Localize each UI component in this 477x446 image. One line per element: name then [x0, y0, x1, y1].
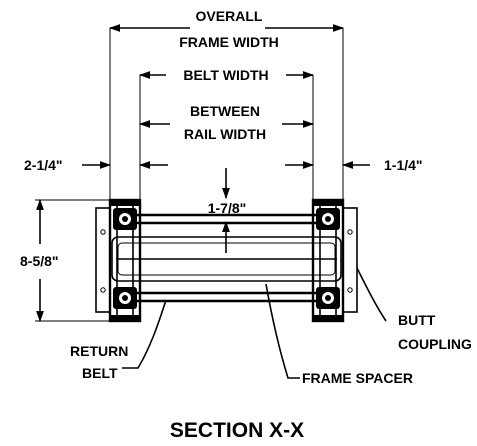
frame-spacer-label: FRAME SPACER	[302, 370, 413, 386]
center-height-dimension: 1-7/8"	[208, 168, 247, 253]
right-offset-label: 1-1/4"	[384, 157, 423, 173]
overall-label-line1: OVERALL	[196, 8, 263, 24]
overall-frame-width-dimension: OVERALL FRAME WIDTH	[108, 8, 345, 200]
between-label-line1: BETWEEN	[190, 103, 260, 119]
return-belt-callout: RETURN BELT	[70, 299, 167, 381]
between-label-line2: RAIL WIDTH	[184, 126, 266, 142]
right-coupling-plate	[342, 207, 358, 313]
center-height-label: 1-7/8"	[208, 200, 247, 216]
bottom-right-bearing	[316, 287, 340, 309]
between-rail-width-dimension: BETWEEN RAIL WIDTH	[138, 103, 315, 142]
return-belt-line1: RETURN	[70, 343, 128, 359]
frame-height-dimension: 8-5/8"	[20, 198, 110, 323]
top-left-bearing	[113, 208, 137, 230]
return-roller	[137, 291, 316, 303]
top-roller	[137, 213, 316, 225]
section-title: SECTION X-X	[170, 419, 304, 442]
conveyor-section	[95, 198, 358, 323]
return-belt-line2: BELT	[82, 365, 118, 381]
belt-width-dimension: BELT WIDTH	[138, 67, 315, 200]
left-offset-label: 2-1/4"	[24, 157, 63, 173]
top-right-bearing	[316, 208, 340, 230]
left-coupling-plate	[95, 207, 111, 313]
slider-bed	[111, 236, 342, 282]
frame-height-label: 8-5/8"	[20, 253, 59, 269]
butt-coupling-line1: BUTT	[398, 312, 436, 328]
bottom-left-bearing	[113, 287, 137, 309]
belt-width-label: BELT WIDTH	[183, 67, 268, 83]
butt-coupling-line2: COUPLING	[398, 336, 472, 352]
left-offset-dimension: 2-1/4"	[24, 157, 168, 173]
butt-coupling-callout: BUTT COUPLING	[356, 267, 472, 352]
frame-spacer-callout: FRAME SPACER	[265, 283, 413, 386]
right-offset-dimension: 1-1/4"	[285, 157, 423, 173]
overall-label-line2: FRAME WIDTH	[179, 34, 279, 50]
